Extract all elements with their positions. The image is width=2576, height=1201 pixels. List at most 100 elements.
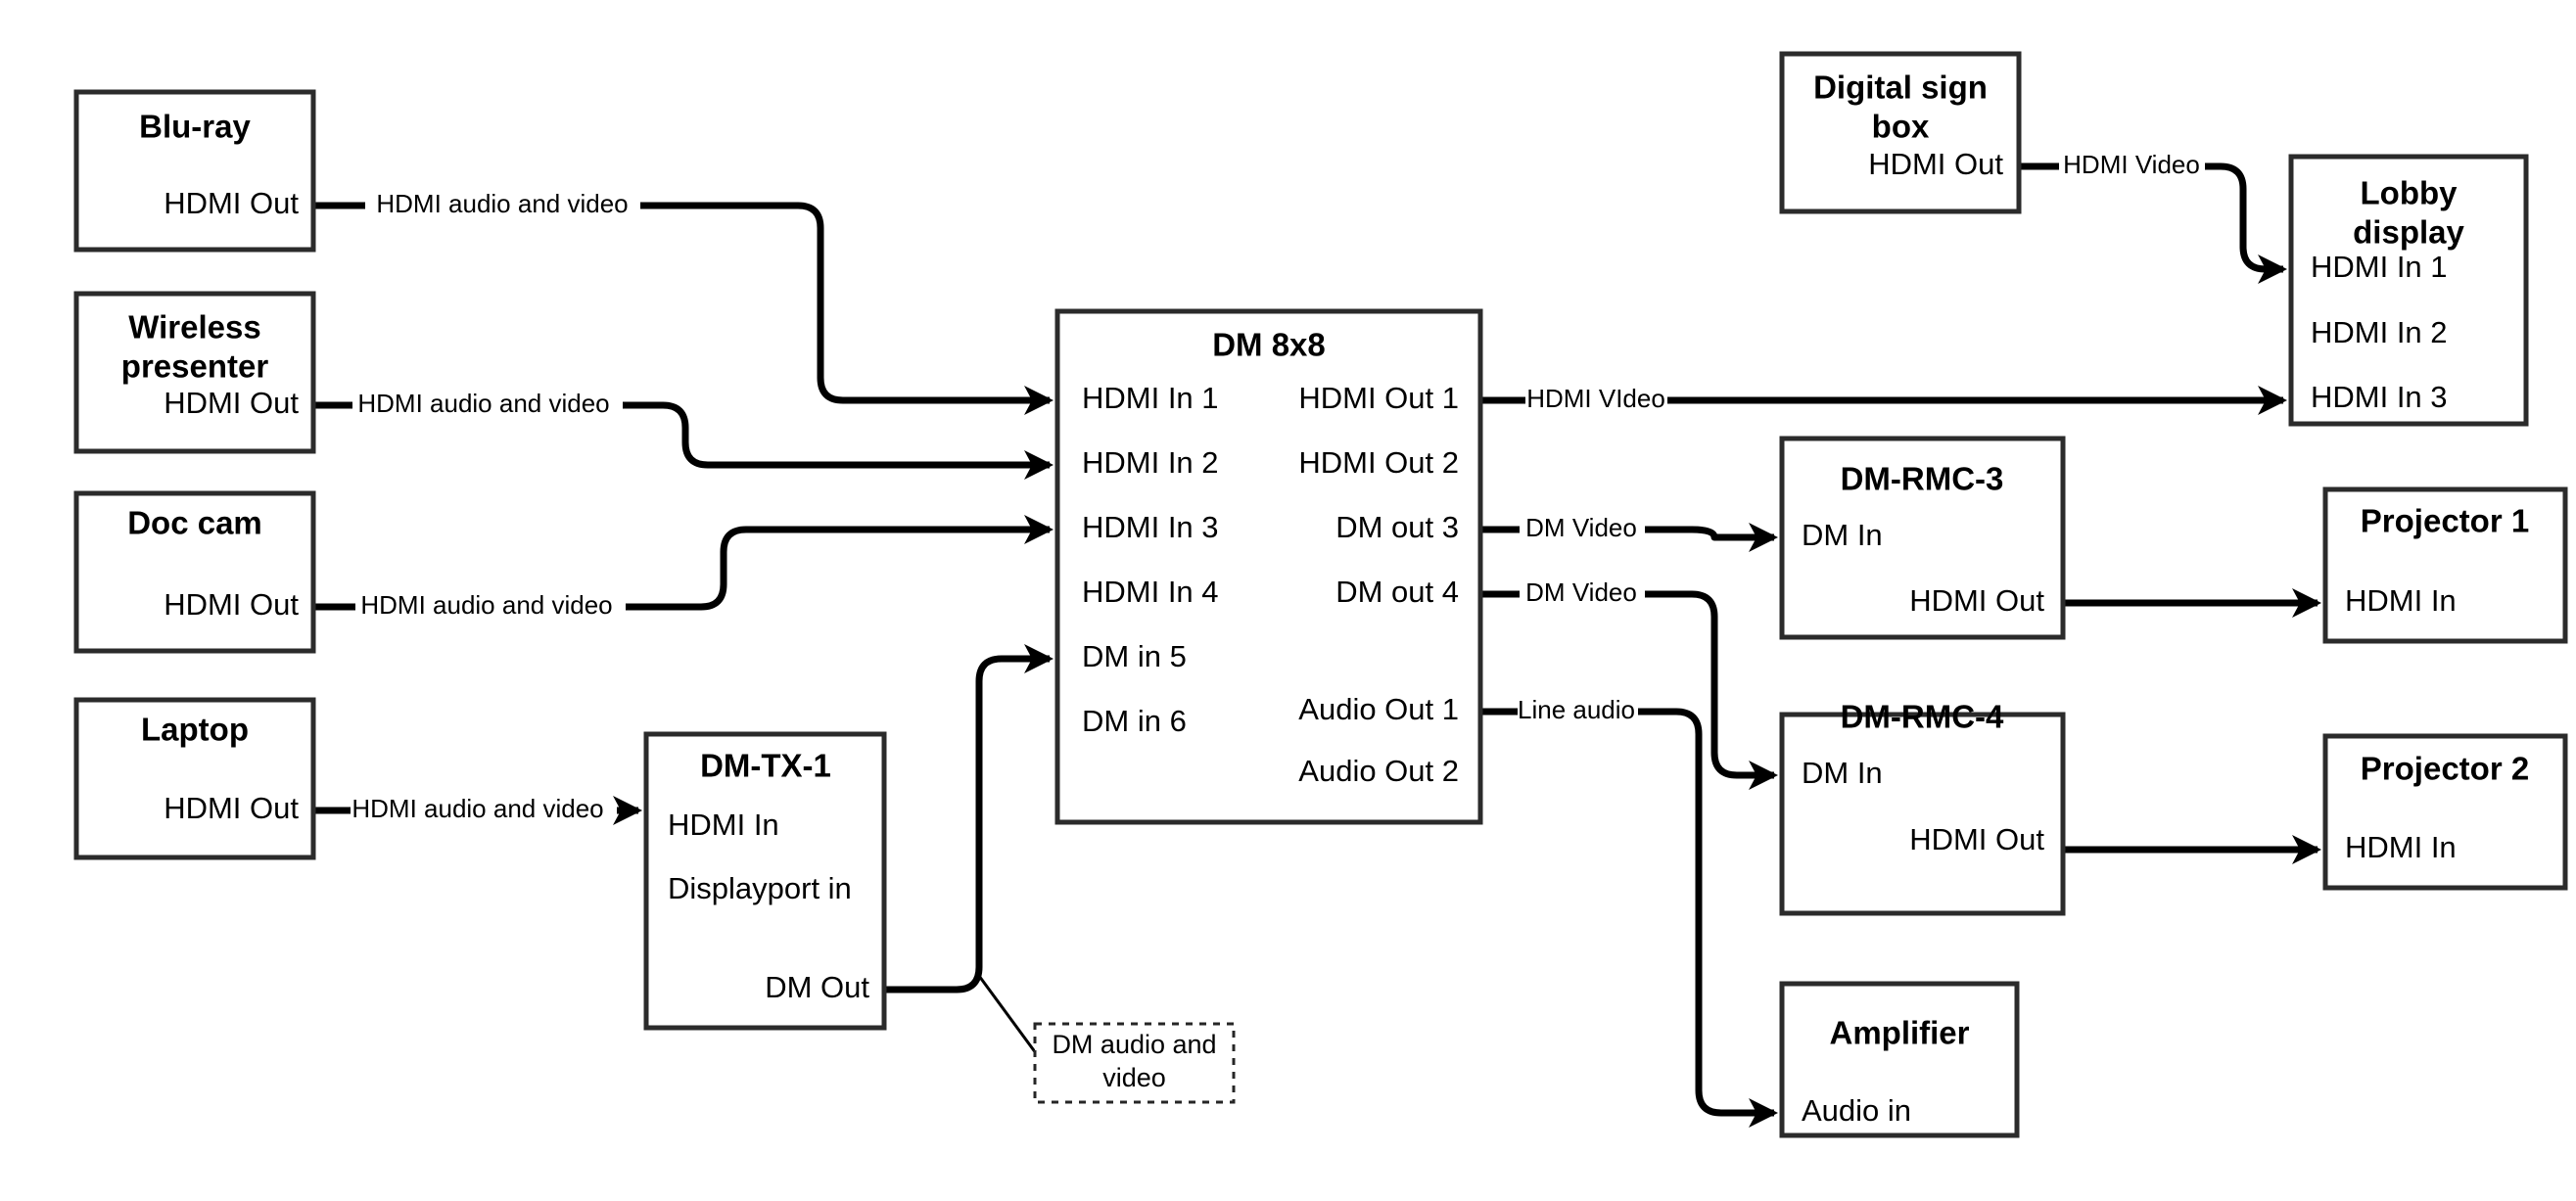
port-dm-rmc-4-hdmi-out[interactable]: HDMI Out: [1909, 822, 2044, 856]
port-lobby-display-hdmi-in-2[interactable]: HDMI In 2: [2311, 315, 2448, 349]
port-dm-8x8-hdmi-in-4[interactable]: HDMI In 4: [1082, 575, 1219, 609]
node-box-dm-rmc-3[interactable]: [1779, 436, 2066, 640]
port-dm-rmc-4-dm-in[interactable]: DM In: [1802, 756, 1883, 790]
edge-label-laptop-to-dmtx1: HDMI audio and video: [351, 794, 603, 823]
port-dm-rmc-3-hdmi-out[interactable]: HDMI Out: [1909, 583, 2044, 618]
node-title-digital-sign-box: box: [1872, 109, 1930, 145]
port-laptop-hdmi-out[interactable]: HDMI Out: [164, 791, 299, 825]
wire-dm8x8-dmout3-to-rmc3: [1480, 526, 1774, 541]
edge-doccam-to-dm8x8: HDMI audio and video: [313, 515, 1054, 620]
edge-dmtx1-to-dm8x8: [884, 644, 1054, 993]
port-dm-8x8-dm-out-3[interactable]: DM out 3: [1335, 510, 1459, 544]
node-title-dm-rmc-4: DM-RMC-4: [1841, 699, 2004, 735]
node-box-projector-2[interactable]: [2322, 733, 2568, 891]
port-amplifier-audio-in[interactable]: Audio in: [1802, 1093, 1911, 1128]
node-box-dm-8x8[interactable]: [1054, 308, 1483, 825]
arrowhead-icon: [1749, 761, 1778, 790]
arrowhead-icon: [2258, 254, 2287, 284]
port-dm-8x8-dm-in-6[interactable]: DM in 6: [1082, 704, 1187, 738]
port-blu-ray-hdmi-out[interactable]: HDMI Out: [164, 186, 299, 220]
edge-label-dm8x8-dmout4-to-rmc4: DM Video: [1525, 577, 1637, 607]
node-projector-1[interactable]: Projector 1 HDMI In: [2322, 486, 2568, 644]
edge-label-digitalsign-to-lobby: HDMI Video: [2063, 150, 2200, 179]
arrowhead-icon: [1024, 644, 1054, 673]
port-dm-tx-1-displayport-in[interactable]: Displayport in: [668, 871, 852, 905]
port-dm-tx-1-hdmi-in[interactable]: HDMI In: [668, 808, 779, 842]
edge-dm8x8-audioout1-to-amplifier: Line audio: [1480, 695, 1778, 1128]
arrowhead-icon: [1749, 523, 1778, 552]
edge-rmc3-to-projector1: [2063, 588, 2321, 618]
node-title-doc-cam: Doc cam: [127, 505, 262, 541]
node-box-doc-cam[interactable]: [73, 490, 316, 654]
port-projector-1-hdmi-in[interactable]: HDMI In: [2345, 583, 2457, 618]
node-title-projector-1: Projector 1: [2361, 503, 2529, 539]
node-title-dm-rmc-3: DM-RMC-3: [1841, 461, 2004, 497]
node-box-wireless-presenter[interactable]: [73, 291, 316, 454]
port-dm-8x8-hdmi-in-2[interactable]: HDMI In 2: [1082, 445, 1219, 480]
edge-dm8x8-dmout4-to-rmc4: DM Video: [1480, 577, 1778, 790]
edge-bluray-to-dm8x8: HDMI audio and video: [313, 189, 1054, 415]
wire-dmtx1-to-dm8x8: [884, 655, 1050, 993]
wire-bluray-to-dm8x8: [313, 202, 1050, 404]
node-box-dm-rmc-4[interactable]: [1779, 712, 2066, 916]
port-digital-sign-box-hdmi-out[interactable]: HDMI Out: [1868, 147, 2003, 181]
node-title-lobby-display: Lobby: [2361, 175, 2459, 211]
wire-doccam-to-dm8x8: [313, 526, 1050, 611]
node-title-dm-tx-1: DM-TX-1: [700, 748, 831, 784]
arrowhead-icon: [1024, 450, 1054, 480]
edge-digitalsign-to-lobby: HDMI Video: [2019, 150, 2287, 284]
edge-label-dm8x8-hdmiout1-to-lobby: HDMI VIdeo: [1526, 384, 1665, 413]
edge-rmc4-to-projector2: [2063, 835, 2321, 864]
edge-laptop-to-dmtx1: HDMI audio and video: [313, 794, 642, 825]
edge-dm8x8-dmout3-to-rmc3: DM Video: [1480, 513, 1778, 552]
port-dm-8x8-audio-out-2[interactable]: Audio Out 2: [1298, 754, 1459, 788]
node-box-digital-sign-box[interactable]: [1779, 51, 2022, 214]
wire-digitalsign-to-lobby: [2019, 162, 2283, 273]
edge-label-dm8x8-audioout1-to-amplifier: Line audio: [1518, 695, 1635, 724]
port-doc-cam-hdmi-out[interactable]: HDMI Out: [164, 587, 299, 622]
port-lobby-display-hdmi-in-1[interactable]: HDMI In 1: [2311, 250, 2448, 284]
node-dm-rmc-3[interactable]: DM-RMC-3 DM In HDMI Out: [1779, 436, 2066, 640]
edge-label-bluray-to-dm8x8: HDMI audio and video: [376, 189, 628, 218]
node-box-laptop[interactable]: [73, 697, 316, 860]
port-projector-2-hdmi-in[interactable]: HDMI In: [2345, 830, 2457, 864]
port-dm-8x8-dm-out-4[interactable]: DM out 4: [1335, 575, 1459, 609]
port-dm-8x8-hdmi-in-3[interactable]: HDMI In 3: [1082, 510, 1219, 544]
port-wireless-presenter-hdmi-out[interactable]: HDMI Out: [164, 386, 299, 420]
node-box-blu-ray[interactable]: [73, 89, 316, 253]
port-dm-8x8-hdmi-in-1[interactable]: HDMI In 1: [1082, 381, 1219, 415]
arrowhead-icon: [2258, 386, 2287, 415]
node-box-amplifier[interactable]: [1779, 981, 2020, 1138]
port-dm-rmc-3-dm-in[interactable]: DM In: [1802, 518, 1883, 552]
port-dm-8x8-audio-out-1[interactable]: Audio Out 1: [1298, 692, 1459, 726]
port-dm-8x8-dm-in-5[interactable]: DM in 5: [1082, 639, 1187, 673]
wire-wireless-to-dm8x8: [313, 401, 1050, 469]
note-text-dm-audio-video-note: video: [1102, 1063, 1166, 1092]
node-box-projector-1[interactable]: [2322, 486, 2568, 644]
node-box-dm-tx-1[interactable]: [643, 731, 887, 1031]
port-lobby-display-hdmi-in-3[interactable]: HDMI In 3: [2311, 380, 2448, 414]
arrowhead-icon: [2292, 588, 2321, 618]
node-box-lobby-display[interactable]: [2288, 154, 2529, 427]
port-dm-8x8-hdmi-out-1[interactable]: HDMI Out 1: [1298, 381, 1459, 415]
node-title-amplifier: Amplifier: [1829, 1015, 1969, 1051]
node-title-digital-sign-box: Digital sign: [1813, 69, 1988, 106]
node-title-wireless-presenter: Wireless: [128, 309, 260, 346]
port-dm-tx-1-dm-out[interactable]: DM Out: [765, 970, 869, 1004]
node-title-projector-2: Projector 2: [2361, 751, 2529, 787]
port-dm-8x8-hdmi-out-2[interactable]: HDMI Out 2: [1298, 445, 1459, 480]
node-projector-2[interactable]: Projector 2 HDMI In: [2322, 733, 2568, 891]
node-dm-rmc-4[interactable]: DM-RMC-4 DM In HDMI Out: [1779, 699, 2066, 916]
edge-label-wireless-to-dm8x8: HDMI audio and video: [357, 389, 609, 418]
